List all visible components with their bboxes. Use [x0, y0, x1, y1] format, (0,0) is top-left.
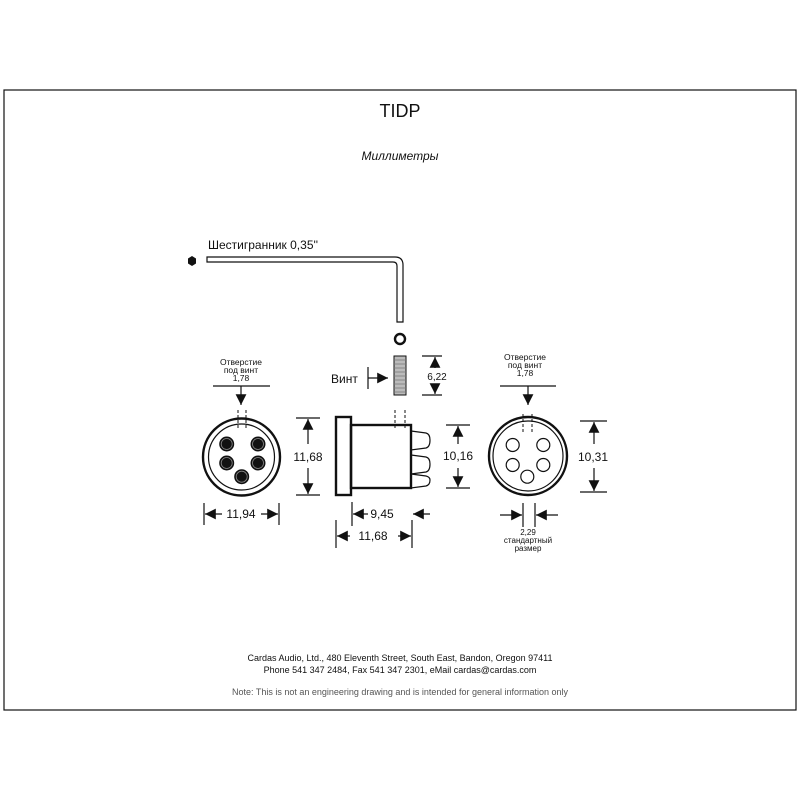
connector-flange: [334, 415, 353, 497]
left-hole-size: 1,78: [233, 373, 250, 383]
screw-body: [393, 355, 407, 396]
title: TIDP: [379, 101, 420, 121]
pin-highlight: [252, 457, 264, 469]
pin-highlight: [252, 438, 264, 450]
screw-thread: [394, 359, 406, 393]
right-height: 10,31: [578, 450, 608, 464]
screw-length: 6,22: [427, 372, 447, 383]
hex-end-icon: [188, 256, 196, 266]
total-length: 11,68: [358, 529, 387, 543]
solder-cup: [410, 473, 431, 489]
connector-outer-rim: [201, 417, 282, 497]
body-length: 9,45: [370, 507, 394, 521]
left-view: Отверстие под винт 1,78 11,68 11,94: [201, 357, 323, 525]
pin-hole: [536, 437, 551, 453]
connector-body: [349, 423, 413, 490]
pin-highlight: [235, 470, 248, 483]
solder-cup: [410, 454, 431, 475]
footer-contact: Phone 541 347 2484, Fax 541 347 2301, eM…: [264, 665, 537, 675]
hex-key-shaft: [206, 256, 404, 323]
right-view: Отверстие под винт 1,78 10,31 2,29 станд…: [487, 352, 608, 553]
right-hole-label-2: под винт: [508, 360, 542, 370]
pin-highlights: [220, 438, 264, 483]
connector-inner-rim: [207, 423, 276, 491]
pin-hole: [505, 457, 520, 473]
pin-highlight: [220, 457, 233, 469]
pins: [219, 436, 266, 485]
pin: [250, 455, 266, 471]
screw-label: Винт: [331, 372, 358, 386]
left-height: 11,68: [293, 450, 322, 464]
pin-height: 10,16: [443, 449, 473, 463]
footer-note: Note: This is not an engineering drawing…: [232, 687, 569, 697]
hex-key-label: Шестигранник 0,35'': [208, 238, 318, 252]
connector-inner-rim: [492, 420, 564, 492]
footer-address: Cardas Audio, Ltd., 480 Eleventh Street,…: [247, 653, 552, 663]
left-width: 11,94: [226, 507, 255, 521]
connector-outer-rim: [487, 415, 569, 497]
pin: [234, 469, 250, 485]
units-label: Миллиметры: [361, 149, 438, 163]
pin-note-2: размер: [515, 544, 542, 553]
pin-note-1: стандартный: [504, 536, 552, 545]
frame: [3, 89, 797, 711]
pin-hole: [520, 469, 535, 484]
pin-highlight: [220, 438, 233, 450]
pin-hole: [505, 437, 520, 453]
hex-key: Шестигранник 0,35'': [188, 238, 404, 323]
pin: [219, 436, 235, 452]
left-hole-label-1: Отверстие: [220, 357, 262, 367]
right-hole-size: 1,78: [517, 368, 534, 378]
pin-holes: [505, 437, 551, 484]
left-hole-label-2: под винт: [224, 365, 258, 375]
pin-hole: [536, 457, 551, 473]
solder-cup: [410, 430, 431, 451]
pin-size: 2,29: [520, 528, 536, 537]
washer: [393, 332, 407, 346]
right-hole-label-1: Отверстие: [504, 352, 546, 362]
side-view: 10,16 9,45 11,68: [334, 410, 473, 548]
pin: [250, 436, 266, 452]
pin: [219, 455, 235, 471]
screw: Винт 6,22: [331, 355, 447, 396]
